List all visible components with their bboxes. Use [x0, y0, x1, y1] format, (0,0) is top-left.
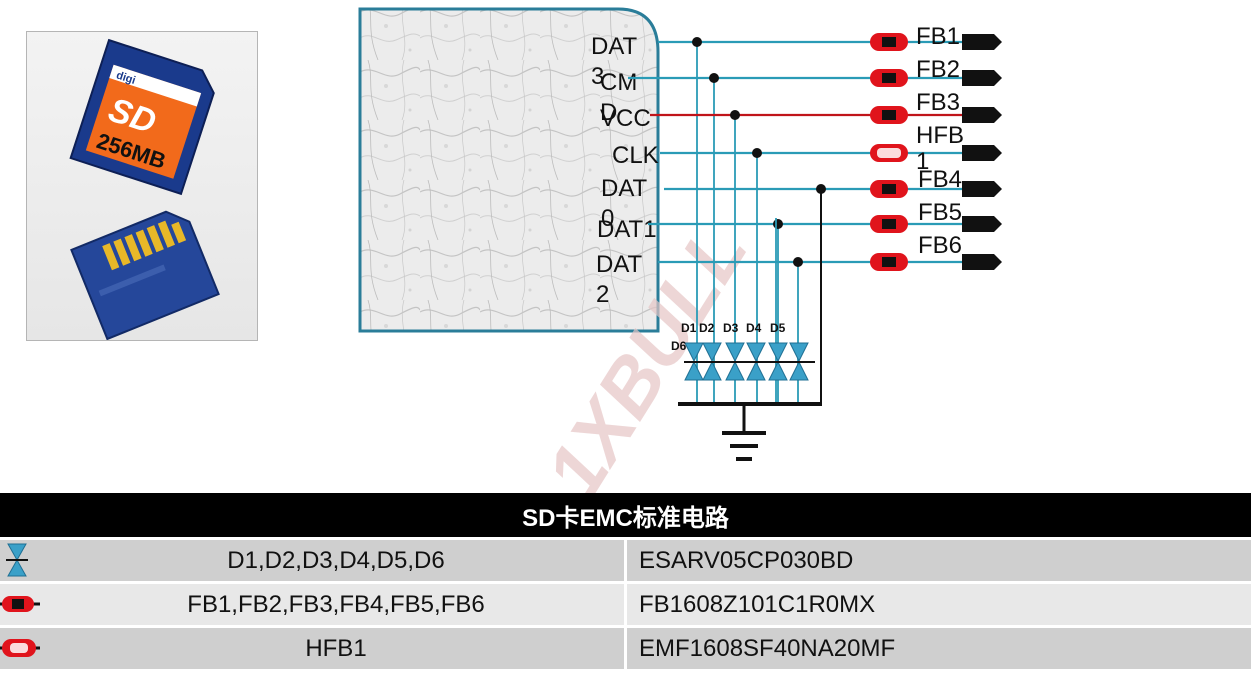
pin-label-line: 0 [601, 205, 614, 232]
junction-dot [752, 148, 762, 158]
bom-title: SD卡EMC标准电路 [0, 493, 1251, 537]
pin-label-line: DAT [601, 175, 648, 202]
ferrite-label-line: HFB [916, 122, 964, 149]
diode-label: D4 [746, 321, 762, 335]
ferrite-bead [870, 33, 908, 51]
pin-label-line: CLK [612, 142, 659, 169]
pin-label: CLK [612, 142, 659, 169]
pin-label: DAT 0 [601, 175, 648, 232]
pin-label-line: D [600, 99, 617, 126]
ferrite-label: FB3 [916, 89, 960, 116]
tvs-diode [684, 342, 704, 381]
ferrite-label-line: FB6 [918, 232, 962, 259]
ferrite-label-line: FB2 [916, 56, 960, 83]
ferrite-label-line: FB1 [916, 23, 960, 50]
output-port-arrow [962, 34, 1002, 50]
ferrite-label-line: FB4 [918, 166, 962, 193]
bom-table: SD卡EMC标准电路 D1,D2,D3,D4,D5,D6 ESARV05CP03… [0, 493, 1251, 669]
ferrite-bead [870, 215, 908, 233]
tvs-diode [725, 342, 745, 381]
tvs-diode [768, 342, 788, 381]
output-port-arrow [962, 70, 1002, 86]
pin-label-line: DAT1 [597, 216, 657, 243]
diode-label: D5 [770, 321, 786, 335]
junction-dot [773, 219, 783, 229]
ferrite-label: FB5 [918, 199, 962, 226]
output-port-arrow [962, 145, 1002, 161]
tvs-diode [789, 342, 809, 381]
pin-label: DAT1 [597, 216, 657, 243]
bom-part-number: EMF1608SF40NA20MF [624, 628, 1251, 669]
sd-connector-body [358, 7, 660, 333]
sd-brand: digi [115, 69, 137, 86]
diode-label: D2 [699, 321, 715, 335]
output-port-arrow [962, 216, 1002, 232]
high-freq-ferrite-icon [0, 628, 48, 669]
bom-refs: FB1,FB2,FB3,FB4,FB5,FB6 [48, 584, 624, 625]
tvs-diode-icon [0, 540, 48, 581]
ferrite-bead [870, 144, 908, 162]
diode-label: D6 [671, 339, 687, 353]
diode-label: D3 [723, 321, 739, 335]
table-row: FB1,FB2,FB3,FB4,FB5,FB6 FB1608Z101C1R0MX [0, 581, 1251, 625]
pin-label-line: VCC [600, 105, 651, 132]
ferrite-label: FB6 [918, 232, 962, 259]
ferrite-bead [870, 106, 908, 124]
pin-label: VCC [600, 105, 651, 132]
pin-label: DAT 3 [591, 33, 638, 90]
ferrite-label-line: FB3 [916, 89, 960, 116]
ferrite-label: FB1 [916, 23, 960, 50]
diode-label: D1 [681, 321, 697, 335]
ferrite-bead [870, 69, 908, 87]
ferrite-label-line: 1 [916, 148, 929, 175]
output-port-arrow [962, 181, 1002, 197]
pin-label: CM D [600, 69, 637, 126]
ferrite-label-line: FB5 [918, 199, 962, 226]
junction-dot [692, 37, 702, 47]
pin-label: DAT 2 [596, 251, 643, 308]
ferrite-label: FB4 [918, 166, 962, 193]
output-port-arrow [962, 254, 1002, 270]
ferrite-bead [870, 180, 908, 198]
table-row: D1,D2,D3,D4,D5,D6 ESARV05CP030BD [0, 537, 1251, 581]
bom-part-number: ESARV05CP030BD [624, 540, 1251, 581]
sd-card-back [70, 210, 220, 340]
junction-dot [730, 110, 740, 120]
tvs-diode [746, 342, 766, 381]
sd-card-front: digi SD 256MB [69, 38, 215, 196]
ferrite-bead-icon [0, 584, 48, 625]
pin-label-line: 2 [596, 281, 609, 308]
pin-label-line: DAT [596, 251, 643, 278]
sd-card-photo: digi SD 256MB [26, 31, 258, 341]
output-port-arrow [962, 107, 1002, 123]
pin-label-line: CM [600, 69, 637, 96]
tvs-diode [702, 342, 722, 381]
table-row: HFB1 EMF1608SF40NA20MF [0, 625, 1251, 669]
bom-refs: HFB1 [48, 628, 624, 669]
junction-dot [793, 257, 803, 267]
bom-refs: D1,D2,D3,D4,D5,D6 [48, 540, 624, 581]
pin-label-line: 3 [591, 63, 604, 90]
junction-dot [709, 73, 719, 83]
bom-part-number: FB1608Z101C1R0MX [624, 584, 1251, 625]
pin-label-line: DAT [591, 33, 638, 60]
ferrite-bead [870, 253, 908, 271]
ferrite-label: FB2 [916, 56, 960, 83]
